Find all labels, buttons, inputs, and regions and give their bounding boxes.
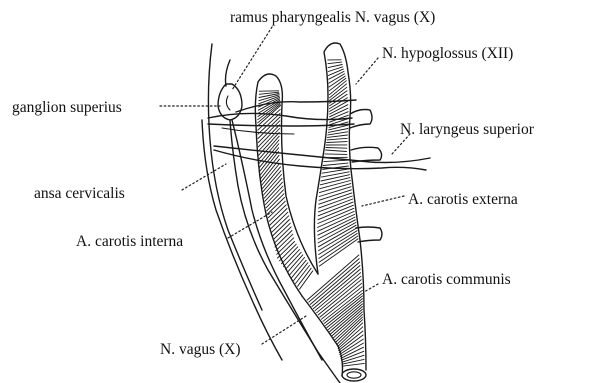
label-ganglion-superius: ganglion superius xyxy=(12,99,122,116)
label-hypoglossus: N. hypoglossus (XII) xyxy=(382,45,513,62)
hatch-stroke xyxy=(323,163,348,165)
leader-hypoglossus xyxy=(356,58,378,84)
hatch-stroke xyxy=(319,236,358,262)
hatch-stroke xyxy=(272,216,289,233)
hatch-stroke xyxy=(330,84,347,98)
hatch-stroke xyxy=(328,62,342,64)
hatch-stroke xyxy=(286,252,302,269)
hatch-stroke xyxy=(284,250,300,267)
hatch-stroke xyxy=(328,301,363,330)
label-ramus-pharyngealis: ramus pharyngealis N. vagus (X) xyxy=(230,9,435,26)
hatch-stroke xyxy=(270,209,287,226)
carotis-externa-hatching xyxy=(318,60,359,266)
hatch-stroke xyxy=(328,65,342,68)
carotis-communis-vessel xyxy=(302,240,366,376)
label-carotis-externa: A. carotis externa xyxy=(408,191,518,208)
hatch-stroke xyxy=(307,255,359,300)
hatch-stroke xyxy=(343,363,364,366)
hatch-stroke xyxy=(327,138,347,140)
hatch-stroke xyxy=(294,263,308,281)
hatch-stroke xyxy=(325,154,347,155)
hatch-stroke xyxy=(273,220,290,237)
label-laryngeus-superior: N. laryngeus superior xyxy=(400,121,535,138)
leader-ansa-cervicalis xyxy=(182,164,226,190)
ansa-cervicalis-strand xyxy=(202,120,282,360)
hatch-stroke xyxy=(319,233,357,258)
label-ansa-cervicalis: ansa cervicalis xyxy=(34,185,125,202)
label-carotis-interna: A. carotis interna xyxy=(76,233,183,250)
externa-branch-middle xyxy=(351,147,382,162)
hatch-stroke xyxy=(273,223,290,240)
hatch-stroke xyxy=(330,87,347,100)
leader-carotis-externa xyxy=(362,196,404,206)
hatch-stroke xyxy=(320,178,350,185)
hatch-stroke xyxy=(300,271,313,289)
hatch-stroke xyxy=(271,212,288,229)
carotis-communis-lumen xyxy=(342,369,366,381)
externa-branch-upper xyxy=(350,110,372,129)
hatch-stroke xyxy=(326,148,347,149)
hatch-stroke xyxy=(298,268,312,286)
leader-ramus-pharyngealis xyxy=(232,27,272,90)
leader-carotis-interna xyxy=(228,212,272,238)
hatch-stroke xyxy=(319,196,353,208)
hatch-stroke xyxy=(329,69,344,75)
hatch-stroke xyxy=(319,231,357,255)
hatch-stroke xyxy=(282,247,298,264)
hatch-stroke xyxy=(292,260,307,278)
hatch-stroke xyxy=(264,178,282,198)
hatch-stroke xyxy=(324,160,348,161)
hatch-stroke xyxy=(269,205,286,222)
hatch-stroke xyxy=(296,266,310,284)
hatch-stroke xyxy=(318,199,352,212)
hatch-stroke xyxy=(268,201,285,218)
hatch-stroke xyxy=(276,234,293,251)
hatch-stroke xyxy=(315,273,361,311)
hatch-stroke xyxy=(317,276,361,313)
hatch-stroke xyxy=(327,142,347,143)
hatch-stroke xyxy=(326,150,347,152)
hatch-stroke xyxy=(275,231,292,248)
leader-carotis-communis xyxy=(364,284,378,292)
hatch-stroke xyxy=(318,208,354,223)
hatch-stroke xyxy=(290,258,305,276)
hatch-stroke xyxy=(327,135,347,137)
hatch-stroke xyxy=(321,175,350,181)
hatch-stroke xyxy=(280,244,297,261)
hatch-stroke xyxy=(329,78,346,90)
hatch-stroke xyxy=(288,255,303,272)
hatch-stroke xyxy=(277,238,294,255)
hatch-stroke xyxy=(274,227,291,244)
hatch-stroke xyxy=(264,175,282,196)
label-carotis-communis: A. carotis communis xyxy=(382,271,511,288)
label-vagus: N. vagus (X) xyxy=(160,341,241,358)
